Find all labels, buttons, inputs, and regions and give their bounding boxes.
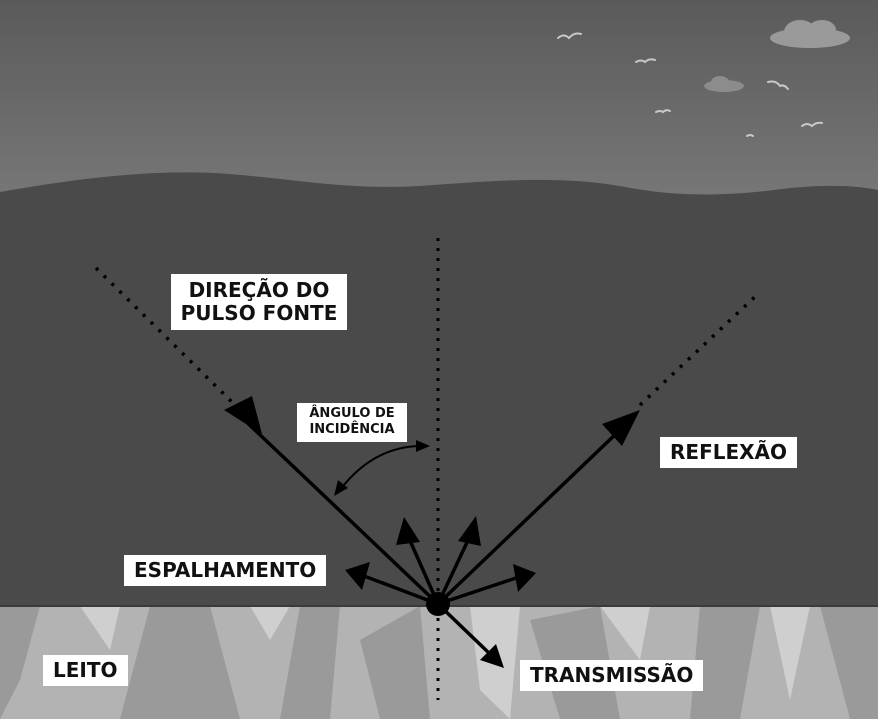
angle-arrowhead-icon — [416, 440, 430, 452]
transmission-label: TRANSMISSÃO — [520, 660, 704, 691]
bed-label: LEITO — [43, 655, 128, 686]
angle-arrowhead-icon — [334, 480, 348, 496]
source-direction-label: DIREÇÃO DO PULSO FONTE — [171, 274, 347, 330]
reflection-point — [426, 592, 450, 616]
reflection-arrowhead-icon — [602, 410, 640, 446]
scattering-label: ESPALHAMENTO — [124, 555, 327, 586]
incidence-angle-line2: INCIDÊNCIA — [309, 422, 395, 438]
incidence-angle-arc — [339, 445, 419, 491]
scattering-arrows — [363, 535, 517, 606]
cloud-icon — [704, 76, 744, 92]
incidence-angle-label: ÂNGULO DE INCIDÊNCIA — [297, 403, 407, 442]
source-dotted-line — [94, 266, 240, 410]
incidence-angle-line1: ÂNGULO DE — [309, 406, 395, 421]
source-direction-line1: DIREÇÃO DO — [188, 278, 330, 302]
transmission-arrowhead-icon — [480, 644, 504, 668]
source-direction-line2: PULSO FONTE — [180, 301, 338, 325]
incident-arrowhead-icon — [224, 396, 262, 434]
reflection-label: REFLEXÃO — [660, 437, 798, 468]
incident-line — [234, 410, 440, 606]
transmission-arrow — [436, 602, 492, 656]
birds-icon — [557, 32, 823, 137]
reflection-arrow — [436, 428, 622, 606]
cloud-icon — [770, 20, 850, 48]
scattering-arrowheads-icon — [345, 516, 536, 592]
